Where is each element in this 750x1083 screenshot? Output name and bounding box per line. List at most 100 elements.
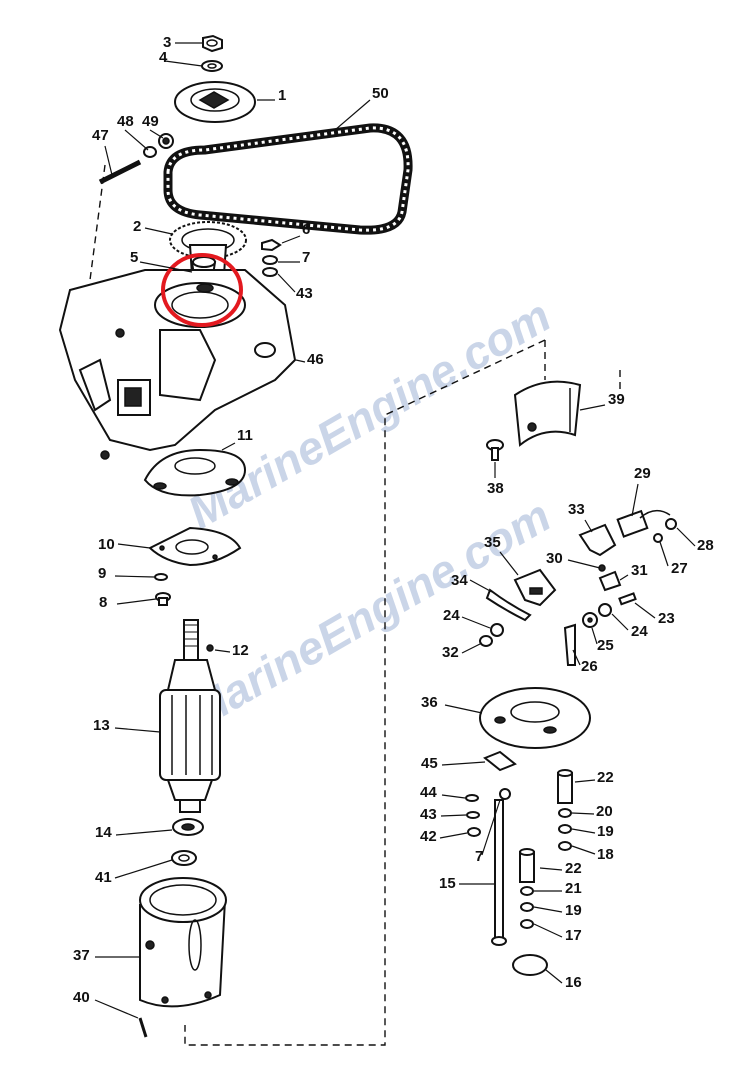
- callout-label-27: 27: [671, 560, 688, 577]
- nut-part-17: [520, 919, 534, 929]
- dashed-line-pin: [89, 164, 106, 281]
- callout-label-14: 14: [95, 824, 112, 841]
- leader-line-24: [461, 616, 491, 629]
- leader-line-5: [139, 261, 193, 273]
- callout-label-12: 12: [232, 642, 249, 659]
- leader-line-44: [441, 794, 466, 799]
- callout-label-40: 40: [73, 989, 90, 1006]
- washer-part-43: [262, 267, 278, 277]
- nut-part-42: [467, 827, 481, 837]
- leader-line-12: [214, 649, 231, 653]
- callout-label-43: 43: [420, 806, 437, 823]
- callout-label-1: 1: [278, 87, 286, 104]
- holder-part-35: [513, 568, 557, 607]
- frame-part-37: [139, 877, 227, 1008]
- bolt-part-15: [491, 799, 507, 946]
- washer-part-43-lower: [466, 811, 480, 819]
- plate-part-45: [483, 750, 517, 772]
- leader-line-39: [579, 404, 606, 411]
- bolt-part-22-lower: [519, 848, 535, 883]
- leader-line-19: [533, 906, 563, 913]
- dashed-line-main: [184, 339, 546, 1046]
- leader-line-6: [281, 235, 301, 244]
- leader-line-46: [295, 359, 306, 363]
- leader-line-18: [571, 845, 596, 855]
- screw-part-8: [155, 592, 171, 606]
- plate-part-11: [143, 448, 247, 497]
- leader-line-4: [164, 60, 203, 67]
- leader-line-11: [221, 442, 236, 451]
- leader-line-30: [567, 559, 601, 569]
- callout-label-25: 25: [597, 637, 614, 654]
- leader-line-26: [572, 649, 581, 666]
- holder-part-31: [598, 570, 622, 592]
- leader-line-7: [481, 799, 501, 856]
- callout-label-29: 29: [634, 465, 651, 482]
- leader-line-10: [117, 543, 151, 549]
- callout-label-46: 46: [307, 351, 324, 368]
- leader-line-8: [116, 598, 157, 605]
- washer-part-25: [582, 612, 598, 628]
- callout-label-31: 31: [631, 562, 648, 579]
- leader-line-24: [611, 613, 629, 631]
- screw-part-28: [665, 518, 677, 530]
- callout-label-7: 7: [302, 249, 310, 266]
- end-cap-part-36: [479, 687, 591, 749]
- nut-part-3: [202, 34, 223, 53]
- lockwasher-part-7-lower: [499, 788, 511, 800]
- callout-label-13: 13: [93, 717, 110, 734]
- leader-line-22: [574, 779, 596, 783]
- insulator-part-24-right: [598, 603, 612, 617]
- lockwasher-part-7: [262, 255, 278, 265]
- callout-label-43: 43: [296, 285, 313, 302]
- callout-label-39: 39: [608, 391, 625, 408]
- belt-part-50: [163, 123, 413, 235]
- callout-label-20: 20: [596, 803, 613, 820]
- bearing-part-14: [172, 818, 204, 836]
- callout-label-38: 38: [487, 480, 504, 497]
- nut-part-6: [261, 238, 282, 252]
- callout-label-8: 8: [99, 594, 107, 611]
- callout-label-30: 30: [546, 550, 563, 567]
- leader-line-48: [124, 129, 149, 151]
- housing-part-46: [58, 269, 297, 460]
- leader-line-40: [94, 999, 139, 1019]
- spring-part-34: [485, 588, 532, 622]
- leader-line-29: [631, 483, 639, 517]
- stud-part-47: [98, 159, 142, 185]
- callout-label-4: 4: [159, 49, 168, 66]
- leader-line-41: [114, 859, 173, 879]
- callout-label-35: 35: [484, 534, 501, 551]
- callout-label-11: 11: [237, 427, 253, 444]
- callout-label-6: 6: [302, 221, 310, 238]
- callout-label-33: 33: [568, 501, 585, 518]
- screw-part-32: [479, 635, 493, 647]
- callout-label-48: 48: [117, 113, 134, 130]
- terminal-part-26: [563, 623, 576, 666]
- highlight-circle: [161, 253, 243, 327]
- washer-part-21: [520, 886, 534, 896]
- callout-label-17: 17: [565, 927, 582, 944]
- callout-label-41: 41: [95, 869, 112, 886]
- leader-line-33: [584, 519, 593, 533]
- cap-part-1: [174, 81, 256, 123]
- callout-label-16: 16: [565, 974, 582, 991]
- washer-part-19-upper: [558, 824, 572, 834]
- leader-line-28: [676, 527, 696, 547]
- callout-label-47: 47: [92, 127, 109, 144]
- pin-part-12: [206, 644, 214, 652]
- screw-part-23: [618, 592, 637, 606]
- nut-part-18: [558, 841, 572, 851]
- leader-line-43: [277, 273, 296, 293]
- callout-label-10: 10: [98, 536, 115, 553]
- leader-line-2: [144, 227, 173, 235]
- callout-label-22: 22: [597, 769, 614, 786]
- washer-part-9: [154, 573, 168, 581]
- callout-label-15: 15: [439, 875, 456, 892]
- callout-label-22: 22: [565, 860, 582, 877]
- washer-part-20: [558, 808, 572, 818]
- assembly-lines: [89, 164, 621, 1046]
- leader-line-23: [634, 602, 656, 619]
